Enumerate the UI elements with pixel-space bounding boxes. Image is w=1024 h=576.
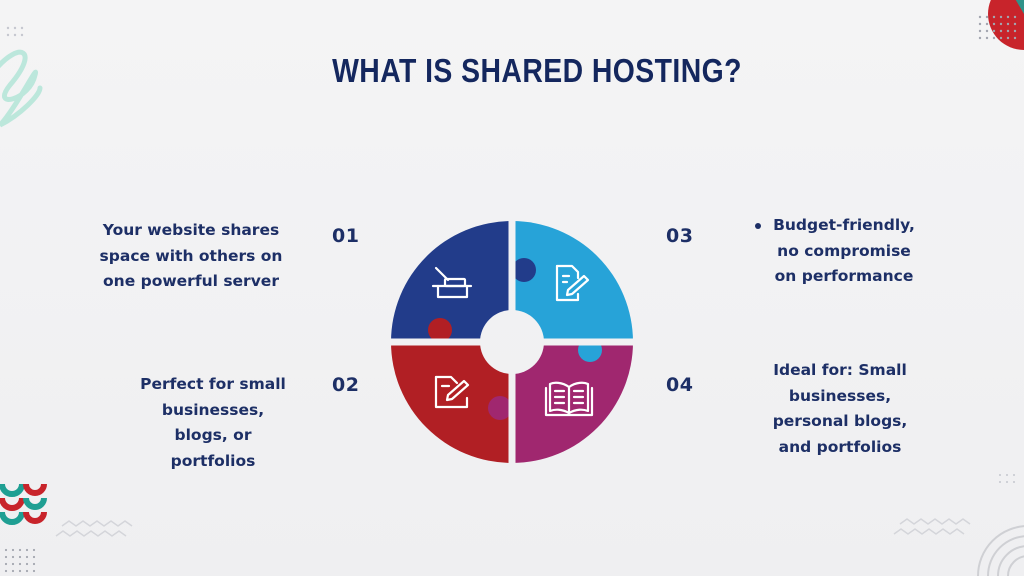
concentric-arc-decoration xyxy=(977,525,1024,576)
puzzle-piece-02 xyxy=(391,342,512,463)
arc-decoration-bottom-left xyxy=(0,483,47,525)
edit-document-icon xyxy=(434,375,470,409)
open-book-icon xyxy=(544,381,594,417)
desk-icon xyxy=(431,266,473,299)
step-number-03: 03 xyxy=(666,225,694,247)
dot-grid-top-right xyxy=(978,15,1017,40)
dot-grid-top-left xyxy=(6,26,24,37)
puzzle-piece-04 xyxy=(512,342,633,463)
dot-grid-bottom-left xyxy=(4,548,36,573)
step-text-04: Ideal for: Small businesses, personal bl… xyxy=(772,361,908,456)
wave-decoration-bottom-right xyxy=(893,518,971,535)
step-number-04: 04 xyxy=(666,374,694,396)
step-number-02: 02 xyxy=(332,374,360,396)
puzzle-piece-01 xyxy=(391,221,512,342)
dot-grid-bottom-right xyxy=(999,474,1015,483)
scribble-decoration xyxy=(0,49,43,128)
page-title: WHAT IS SHARED HOSTING? xyxy=(332,52,742,89)
step-text-02: Perfect for small businesses, blogs, or … xyxy=(140,375,286,470)
wave-decoration-bottom-left xyxy=(55,520,133,537)
document-pen-icon xyxy=(555,264,590,302)
step-number-01: 01 xyxy=(332,225,360,247)
bullet-icon xyxy=(755,223,761,229)
puzzle-piece-03 xyxy=(512,221,633,342)
step-text-03: Budget-friendly, no compromise on perfor… xyxy=(773,216,915,285)
step-text-01: Your website shares space with others on… xyxy=(99,221,283,290)
